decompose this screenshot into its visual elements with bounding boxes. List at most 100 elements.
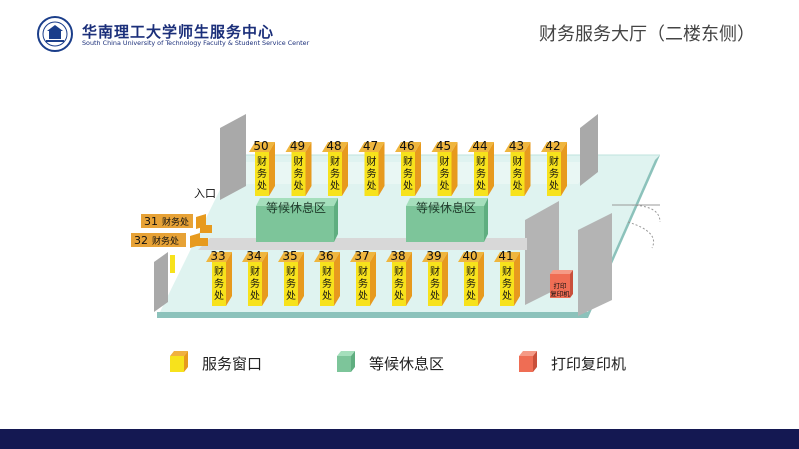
window-label-char: 处: [403, 180, 413, 192]
window-number: 40: [462, 249, 477, 263]
header: 华南理工大学师生服务中心 South China University of T…: [0, 0, 799, 70]
window-label-char: 务: [330, 167, 340, 180]
window-side: [406, 252, 412, 306]
window-label-char: 财: [430, 265, 440, 278]
legend-label: 等候休息区: [369, 355, 445, 373]
window-number: 42: [545, 139, 560, 153]
wall-top-right: [580, 114, 598, 186]
window-side: [378, 142, 385, 196]
window-number: 38: [390, 249, 405, 263]
window-label-char: 处: [286, 290, 296, 302]
window-label-char: 务: [476, 167, 486, 180]
side-window-label: 财务处: [162, 216, 189, 228]
window-label-char: 财: [286, 265, 296, 278]
window-side: [451, 142, 458, 196]
window-counter-top: [468, 142, 494, 152]
window-panel: [401, 152, 415, 196]
window-number: 46: [399, 139, 414, 153]
window-panel: [500, 262, 514, 306]
window-label-char: 处: [250, 290, 260, 302]
window-panel: [248, 262, 262, 306]
waiting-area-left: 等候休息区: [256, 198, 338, 242]
left-window-marker: [170, 255, 175, 273]
legend-label: 打印复印机: [551, 355, 627, 373]
waiting-area-label: 等候休息区: [266, 200, 326, 215]
window-panel: [320, 262, 334, 306]
window-label-char: 处: [476, 180, 486, 192]
window-label-char: 务: [367, 167, 377, 180]
window-counter-top: [504, 142, 531, 152]
window-label-char: 务: [286, 277, 296, 290]
window-counter-top: [350, 252, 376, 262]
window-label-char: 处: [502, 290, 512, 302]
service-window: 44 财务处: [468, 139, 494, 196]
window-panel: [464, 262, 478, 306]
window-number: 33: [210, 249, 225, 263]
window-counter-top: [358, 142, 385, 152]
window-label-char: 处: [322, 290, 332, 302]
window-counter-top: [314, 252, 340, 262]
wall-far-right: [578, 213, 612, 316]
door-arc-lower: [627, 221, 654, 249]
window-panel: [284, 262, 298, 306]
window-panel: [255, 152, 269, 196]
window-panel: [392, 262, 406, 306]
window-counter-top: [206, 252, 232, 262]
window-label-char: 处: [367, 180, 377, 192]
printer-label: 复印机: [550, 289, 570, 298]
window-panel: [212, 262, 226, 306]
window-label-char: 处: [330, 180, 340, 192]
legend-service-window: 服务窗口: [168, 348, 298, 378]
waiting-area-label: 等候休息区: [416, 200, 476, 215]
side-window-label: 财务处: [152, 235, 179, 247]
window-number: 39: [426, 249, 441, 263]
window-side: [370, 252, 376, 306]
window-side: [226, 252, 232, 306]
window-number: 37: [354, 249, 369, 263]
window-side: [488, 142, 494, 196]
window-label-char: 财: [294, 155, 304, 168]
window-label-char: 务: [214, 277, 224, 290]
entrance-label: 入口: [194, 187, 216, 200]
window-side: [514, 252, 520, 306]
left-window-marker: [200, 225, 212, 233]
window-counter-top: [249, 142, 275, 152]
window-side: [478, 252, 484, 306]
window-label-char: 财: [476, 155, 486, 168]
window-counter-top: [458, 252, 484, 262]
window-label-char: 财: [403, 155, 413, 168]
window-side: [442, 252, 448, 306]
window-label-char: 处: [440, 180, 450, 192]
window-label-char: 处: [549, 180, 559, 192]
side-window-number: 32: [134, 234, 148, 247]
footer-bar: [0, 429, 799, 449]
window-counter-top: [278, 252, 304, 262]
window-label-char: 处: [358, 290, 368, 302]
window-counter-top: [242, 252, 268, 262]
org-name-en: South China University of Technology Fac…: [82, 39, 310, 47]
window-label-char: 财: [549, 155, 559, 168]
window-number: 34: [246, 249, 261, 263]
side-window-32: 32 财务处: [131, 233, 200, 248]
bottom-window-row: 33财务处34财务处35财务处36财务处37财务处38财务处39财务处40财务处…: [206, 249, 520, 306]
window-label-char: 务: [430, 277, 440, 290]
printer-label: 打印: [554, 281, 567, 290]
window-label-char: 财: [358, 265, 368, 278]
window-label-char: 务: [502, 277, 512, 290]
window-label-char: 处: [394, 290, 404, 302]
window-label-char: 处: [466, 290, 476, 302]
window-number: 44: [472, 139, 487, 153]
window-side: [415, 142, 421, 196]
window-side: [342, 142, 348, 196]
